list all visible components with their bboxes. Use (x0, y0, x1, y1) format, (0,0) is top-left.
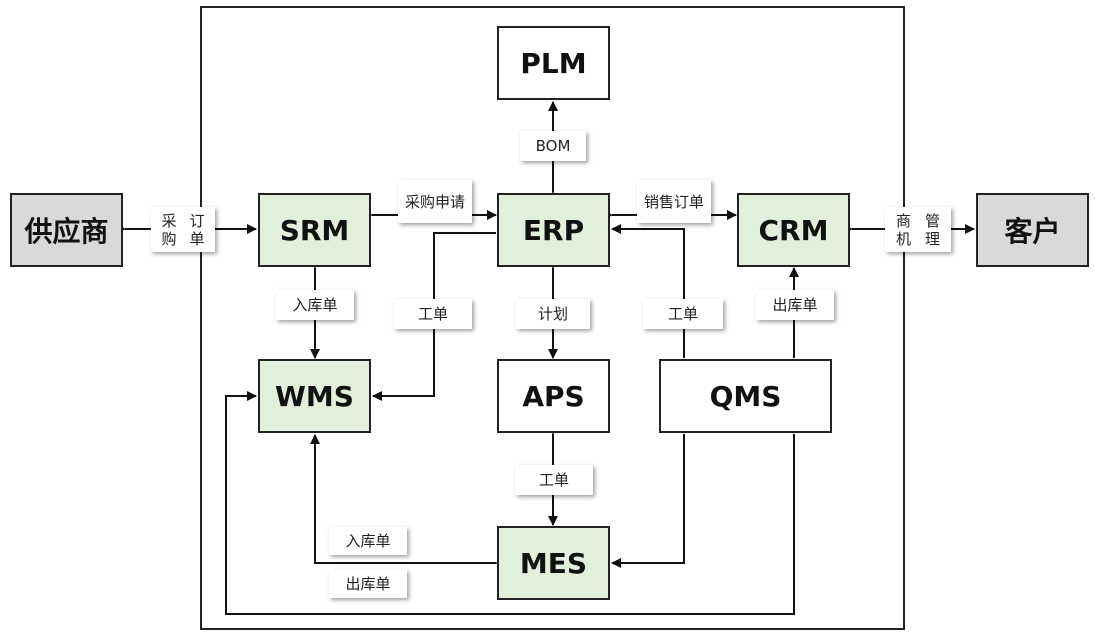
enterprise-boundary-frame (200, 6, 905, 630)
node-wms: WMS (258, 359, 371, 433)
mes-wms-connector (310, 434, 505, 568)
label-business-mgmt: 商机管理 (885, 207, 951, 252)
label-erp-wms-workorder: 工单 (394, 299, 472, 329)
label-purchase-request: 采购申请 (398, 180, 472, 223)
node-aps: APS (497, 359, 610, 433)
label-sales-order: 销售订单 (637, 180, 711, 223)
label-srm-wms-inbound: 入库单 (276, 290, 354, 320)
node-plm: PLM (497, 26, 610, 100)
label-plan: 计划 (516, 299, 590, 329)
label-qms-crm-outbound: 出库单 (756, 290, 834, 320)
node-customer: 客户 (976, 193, 1089, 267)
qms-mes-connector (611, 434, 685, 568)
node-qms: QMS (659, 359, 832, 433)
label-purchase-order: 采购订单 (151, 207, 215, 252)
node-mes: MES (497, 526, 610, 600)
node-supplier: 供应商 (10, 193, 123, 267)
node-crm: CRM (737, 193, 850, 267)
label-bom: BOM (520, 131, 586, 161)
label-mes-inbound: 入库单 (329, 527, 407, 555)
label-aps-mes-workorder: 工单 (515, 465, 593, 495)
label-qms-erp-workorder: 工单 (643, 299, 723, 329)
qms-erp-connector (611, 224, 685, 358)
qms-wms-loop-connector (225, 391, 795, 615)
node-erp: ERP (497, 193, 610, 267)
label-mes-outbound: 出库单 (329, 570, 407, 598)
node-srm: SRM (258, 193, 371, 267)
